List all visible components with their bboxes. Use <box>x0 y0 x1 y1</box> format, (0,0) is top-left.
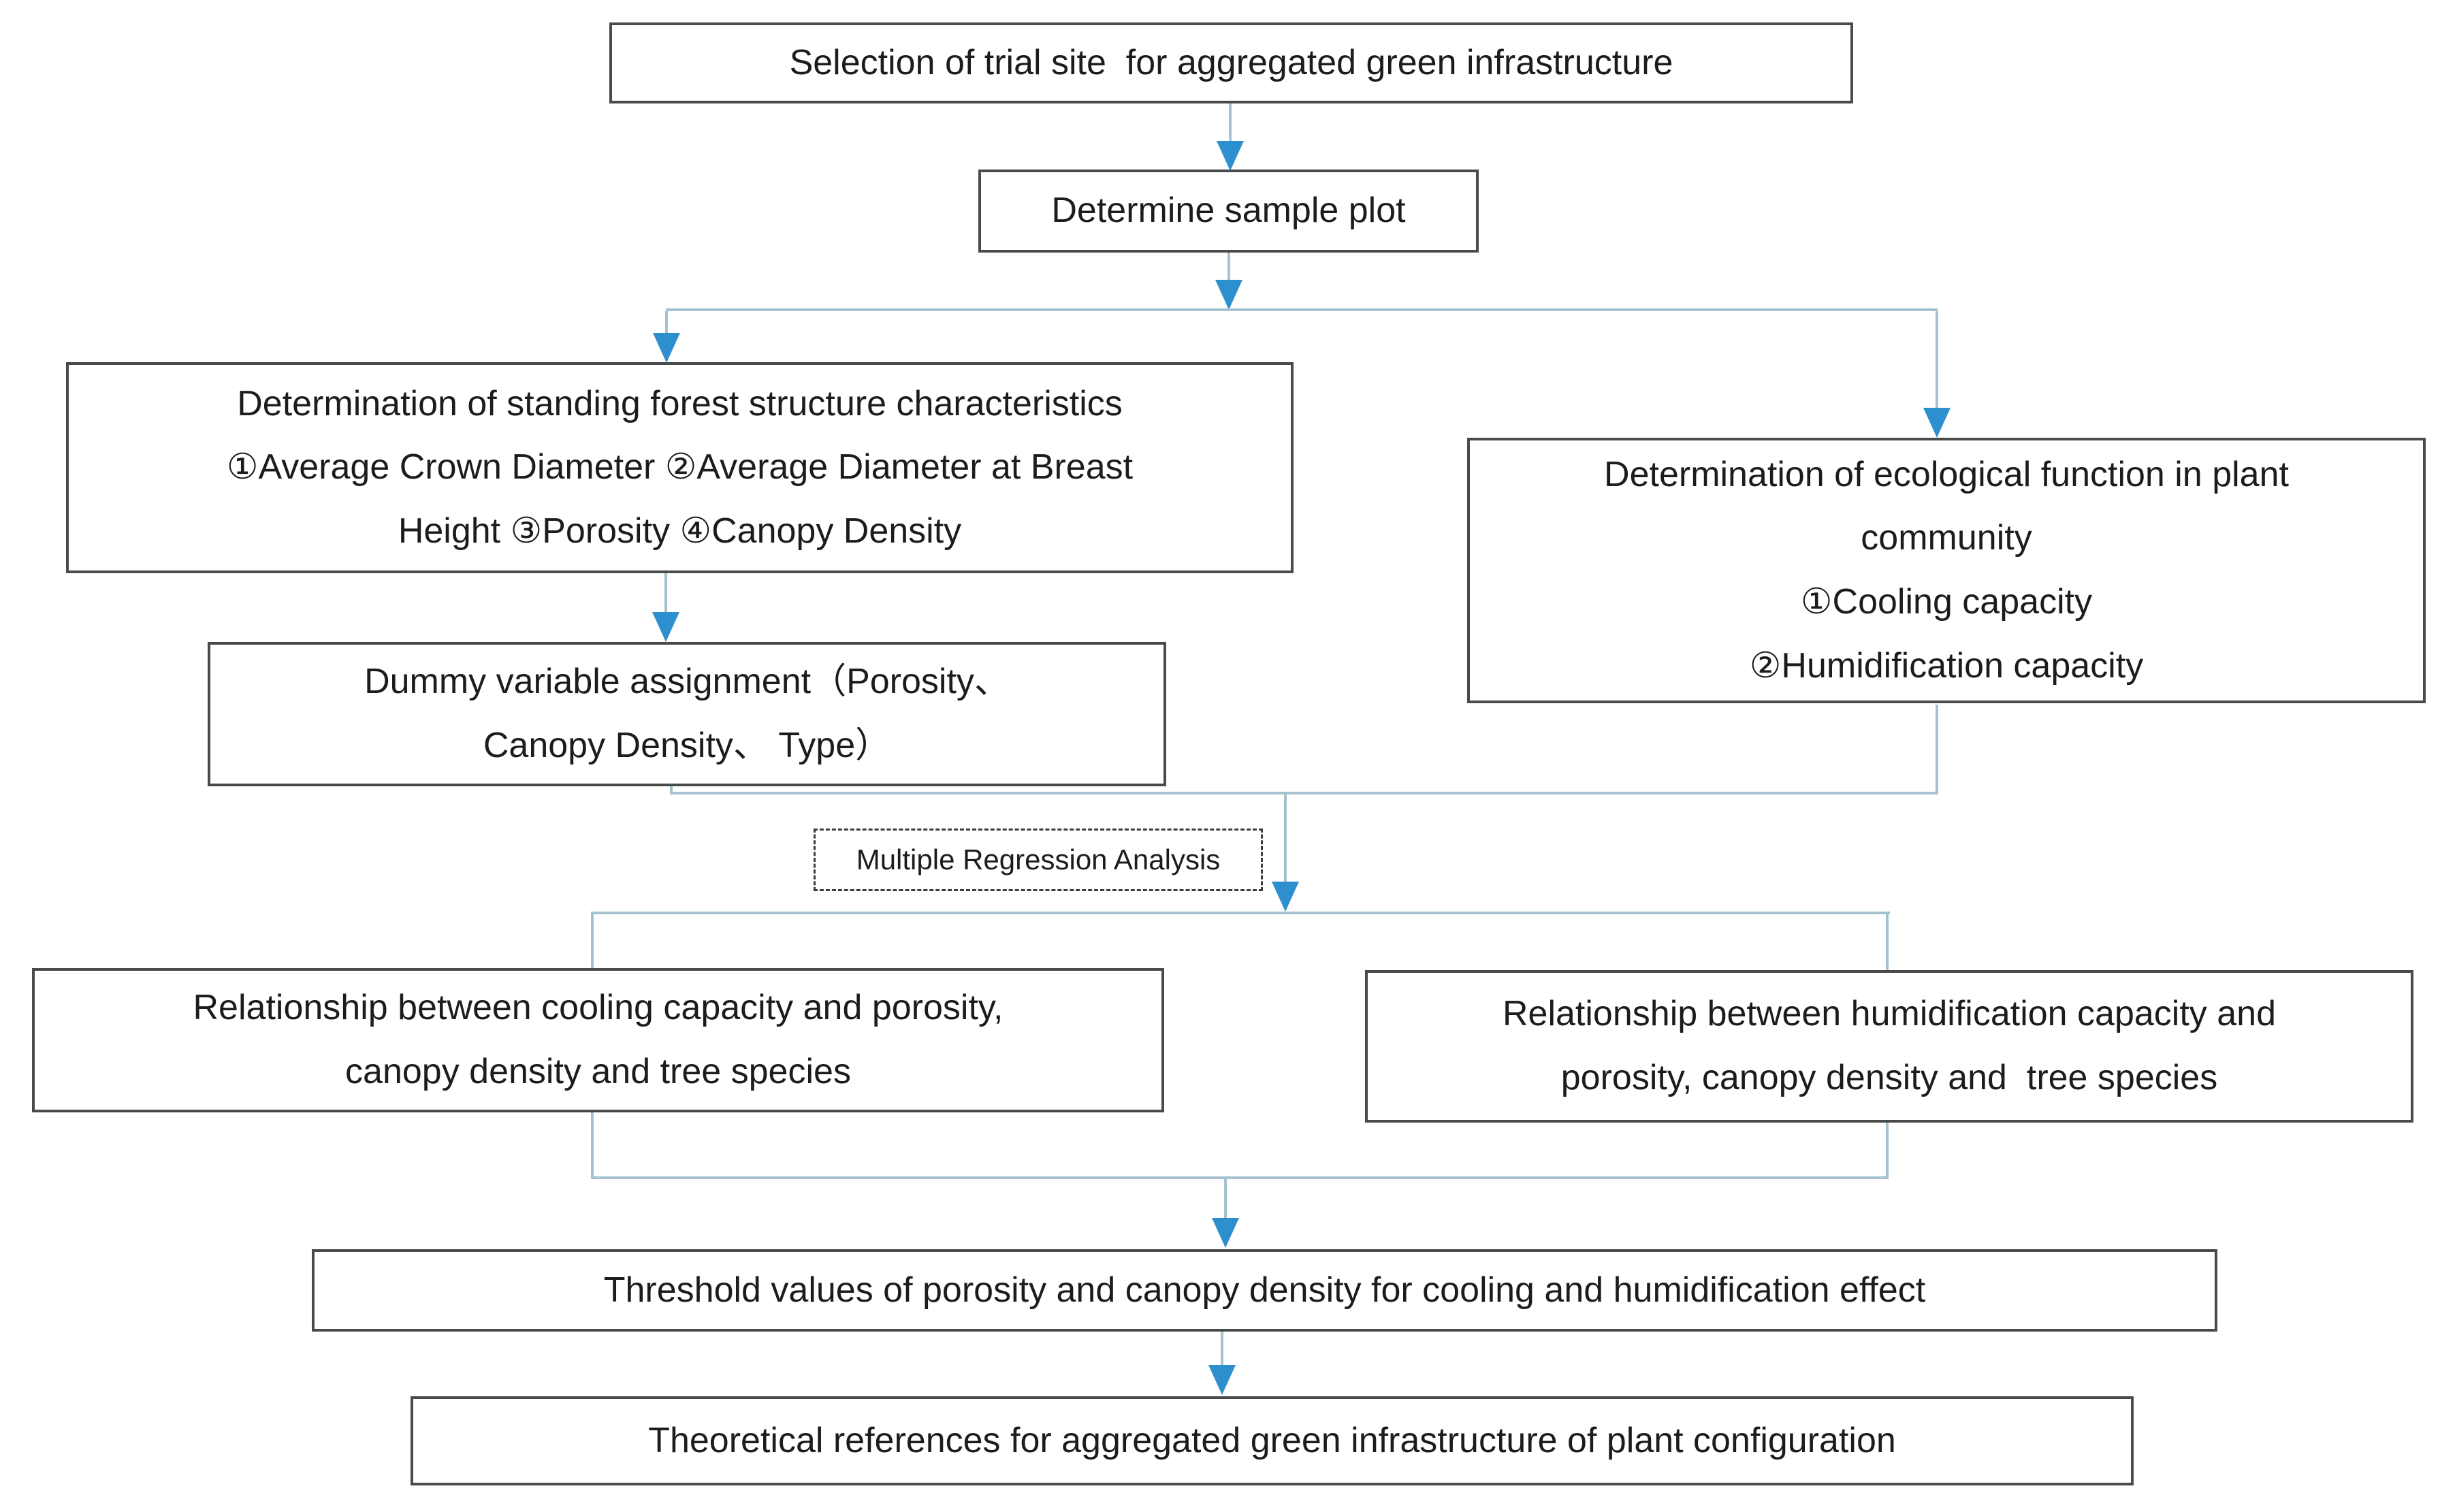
arrowhead-merge-to-relationships <box>1272 882 1299 912</box>
connector-selection-to-determine <box>1229 103 1232 141</box>
node-label-line: Canopy Density、 Type） <box>483 726 891 765</box>
node-label-line: Relationship between humidification capa… <box>1502 994 2277 1034</box>
node-multiple-regression-analysis: Multiple Regression Analysis <box>814 829 1263 891</box>
connector-split-to-forest <box>665 311 668 333</box>
node-label-line: Determination of standing forest structu… <box>237 383 1123 423</box>
node-label: Threshold values of porosity and canopy … <box>603 1270 1926 1310</box>
merge-bar-bottom <box>591 1176 1889 1179</box>
arrowhead-threshold-to-theoretical <box>1208 1365 1236 1395</box>
node-determine-sample-plot: Determine sample plot <box>978 170 1479 253</box>
connector-cooling-rel-to-merge <box>591 1112 594 1176</box>
connector-threshold-to-theoretical <box>1221 1332 1223 1365</box>
node-label-line: porosity, canopy density and tree specie… <box>1560 1058 2218 1097</box>
node-forest-structure-characteristics: Determination of standing forest structu… <box>66 362 1294 573</box>
merge-bar-middle <box>671 792 1938 794</box>
arrowhead-forest-to-dummy <box>652 612 679 642</box>
node-label-line: Relationship between cooling capacity an… <box>193 988 1004 1028</box>
node-humidification-relationship: Relationship between humidification capa… <box>1365 970 2413 1123</box>
arrowhead-split-to-forest <box>653 333 680 363</box>
connector-ecological-to-merge <box>1936 705 1938 794</box>
connector-dummy-to-merge <box>670 786 673 794</box>
node-label-line: canopy density and tree species <box>345 1052 851 1091</box>
node-label-line: community <box>1861 518 2032 558</box>
node-label: Multiple Regression Analysis <box>856 843 1221 875</box>
arrowhead-determine-to-split <box>1215 280 1242 310</box>
connector-split-to-cooling-rel <box>591 914 594 968</box>
arrowhead-merge-to-threshold <box>1212 1218 1239 1248</box>
node-dummy-variable-assignment: Dummy variable assignment（Porosity、 Cano… <box>208 642 1166 786</box>
node-label-line: Dummy variable assignment（Porosity、 <box>364 662 1010 702</box>
node-label-line: Determination of ecological function in … <box>1604 454 2289 494</box>
connector-forest-to-dummy <box>664 573 667 612</box>
split-bar-top <box>666 308 1938 311</box>
connector-split-to-humid-rel <box>1886 914 1889 970</box>
node-label-line: Height ③Porosity ④Canopy Density <box>398 511 962 551</box>
connector-humid-rel-to-merge <box>1886 1123 1889 1176</box>
node-theoretical-references: Theoretical references for aggregated gr… <box>411 1396 2134 1485</box>
node-label-line: ①Average Crown Diameter ②Average Diamete… <box>226 447 1134 487</box>
node-label-line: ②Humidification capacity <box>1749 645 2144 686</box>
node-selection-trial-site: Selection of trial site for aggregated g… <box>609 22 1853 103</box>
node-threshold-values: Threshold values of porosity and canopy … <box>312 1249 2217 1332</box>
node-label: Selection of trial site for aggregated g… <box>789 42 1673 82</box>
node-ecological-function: Determination of ecological function in … <box>1467 438 2426 703</box>
node-label-line: ①Cooling capacity <box>1800 582 2093 622</box>
connector-determine-to-split <box>1227 253 1230 280</box>
split-bar-relationships <box>591 912 1890 914</box>
node-label: Theoretical references for aggregated gr… <box>648 1420 1896 1460</box>
node-label: Determine sample plot <box>1051 191 1406 231</box>
node-cooling-relationship: Relationship between cooling capacity an… <box>32 968 1164 1112</box>
arrowhead-selection-to-determine <box>1217 141 1244 171</box>
connector-merge-to-threshold <box>1224 1179 1227 1218</box>
connector-split-to-ecological <box>1936 311 1938 408</box>
arrowhead-split-to-ecological <box>1923 408 1951 438</box>
connector-merge-to-relationships <box>1284 794 1287 882</box>
